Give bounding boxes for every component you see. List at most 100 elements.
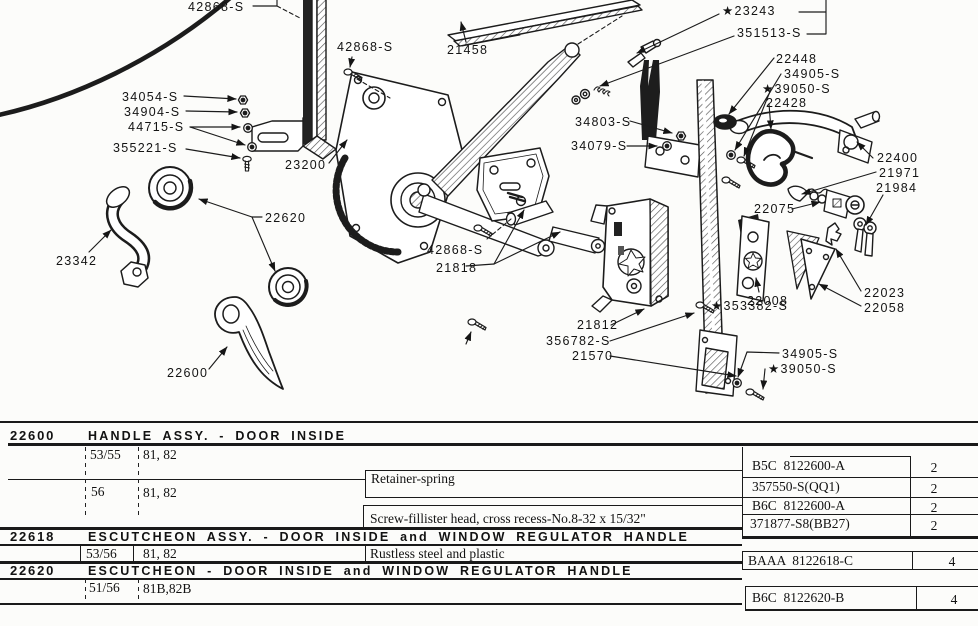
table-rule xyxy=(0,527,742,530)
part-label-23243: ★23243 xyxy=(722,4,776,18)
part-label-21458: 21458 xyxy=(447,43,489,57)
part-label-22428: 22428 xyxy=(766,96,808,110)
glass-run-channel xyxy=(251,0,337,160)
cell-description: Retainer-spring xyxy=(371,471,455,486)
table-rule xyxy=(0,544,742,546)
table-rule xyxy=(365,470,742,471)
part-label-23200: 23200 xyxy=(285,158,327,172)
cell-models: 81, 82 xyxy=(143,485,177,500)
table-rule xyxy=(742,551,743,569)
part-label-21570: 21570 xyxy=(572,349,614,363)
grommet xyxy=(713,114,737,130)
table-rule xyxy=(742,569,978,570)
exploded-diagram xyxy=(0,0,884,401)
lock-cylinder-keys xyxy=(787,185,877,257)
section-title: ESCUTCHEON - DOOR INSIDE and WINDOW REGU… xyxy=(88,564,633,578)
table-rule xyxy=(365,545,366,561)
table-rule xyxy=(133,544,134,561)
table-rule xyxy=(80,544,81,561)
cell-qty: 2 xyxy=(930,460,938,475)
cell-description: Rustless steel and plastic xyxy=(370,546,505,561)
table-rule xyxy=(0,421,978,423)
table-rule xyxy=(745,586,746,609)
section-title: HANDLE ASSY. - DOOR INSIDE xyxy=(88,429,347,443)
door-edge-arc xyxy=(0,0,232,117)
cell-years: 51/56 xyxy=(89,580,120,595)
part-label-351513s: 351513-S xyxy=(737,26,802,40)
part-label-22400: 22400 xyxy=(877,151,919,165)
table-rule xyxy=(8,443,978,446)
table-rule xyxy=(910,456,911,537)
part-label-21984: 21984 xyxy=(876,181,918,195)
table-rule xyxy=(363,505,742,506)
remote-control xyxy=(736,214,770,302)
part-label-23342: 23342 xyxy=(56,254,98,268)
division-channel xyxy=(640,60,738,397)
door-latch xyxy=(590,198,669,313)
table-rule xyxy=(742,447,743,537)
part-label-22448: 22448 xyxy=(776,52,818,66)
table-rule xyxy=(916,586,917,609)
part-label-22075: 22075 xyxy=(754,202,796,216)
part-label-22600: 22600 xyxy=(167,366,209,380)
part-label-22008: 22008 xyxy=(747,294,789,308)
leader-lines xyxy=(88,0,884,390)
escutcheon-rings xyxy=(148,166,309,307)
part-label-42868s-b: 42868-S xyxy=(337,40,394,54)
section-part-no: 22620 xyxy=(10,563,56,578)
part-label-22023: 22023 xyxy=(864,286,906,300)
part-label-21818: 21818 xyxy=(436,261,478,275)
cell-description: Screw-fillister head, cross recess-No.8-… xyxy=(370,511,646,526)
part-label-39050s-b: ★39050-S xyxy=(768,362,837,376)
part-label-22058: 22058 xyxy=(864,301,906,315)
assembly-dashes xyxy=(276,5,623,240)
table-rule xyxy=(790,456,910,457)
cell-qty: 2 xyxy=(930,518,938,533)
table-rule xyxy=(742,514,978,515)
cell-models: 81B,82B xyxy=(143,581,192,596)
inside-door-handle xyxy=(214,296,284,390)
cell-qty: 4 xyxy=(948,554,956,569)
table-rule xyxy=(742,536,978,539)
cell-models: 81, 82 xyxy=(143,546,177,561)
part-label-42868s-a: 42868-S xyxy=(188,0,245,14)
table-rule xyxy=(0,603,742,605)
part-label-39050s-a: ★39050-S xyxy=(762,82,831,96)
cell-part-number: B5C 8122600-A xyxy=(752,458,846,473)
part-label-34054s: 34054-S xyxy=(122,90,179,104)
cell-part-number: 357550-S(QQ1) xyxy=(752,479,840,494)
table-rule xyxy=(85,447,86,517)
part-label-34904s: 34904-S xyxy=(124,105,181,119)
part-label-34905s-a: 34905-S xyxy=(784,67,841,81)
cell-years: 56 xyxy=(91,484,105,499)
table-rule xyxy=(745,609,978,611)
part-label-353382s: ★353382-S xyxy=(711,299,789,313)
table-rule xyxy=(138,447,139,517)
part-label-355221s: 355221-S xyxy=(113,141,178,155)
part-label-21812: 21812 xyxy=(577,318,619,332)
table-rule xyxy=(0,578,742,580)
cell-years: 53/56 xyxy=(86,546,117,561)
cell-qty: 2 xyxy=(930,481,938,496)
table-rule xyxy=(365,497,978,498)
table-rule xyxy=(742,551,978,552)
part-label-34905s-b: 34905-S xyxy=(782,347,839,361)
table-rule xyxy=(742,477,978,478)
cell-years: 53/55 xyxy=(90,447,121,462)
table-rule xyxy=(138,579,139,601)
part-label-34079s: 34079-S xyxy=(571,139,628,153)
section-part-no: 22618 xyxy=(10,529,56,544)
handle-pad xyxy=(745,128,796,187)
section-title: ESCUTCHEON ASSY. - DOOR INSIDE and WINDO… xyxy=(88,530,690,544)
gasket-pads xyxy=(786,222,842,300)
part-label-356782s: 356782-S xyxy=(546,334,611,348)
table-rule xyxy=(8,479,365,480)
cell-models: 81, 82 xyxy=(143,447,177,462)
table-rule xyxy=(85,579,86,601)
table-rule xyxy=(363,505,364,528)
window-regulator xyxy=(332,42,581,264)
cell-qty: 4 xyxy=(950,592,958,607)
section-part-no: 22600 xyxy=(10,428,56,443)
window-crank xyxy=(105,186,151,288)
